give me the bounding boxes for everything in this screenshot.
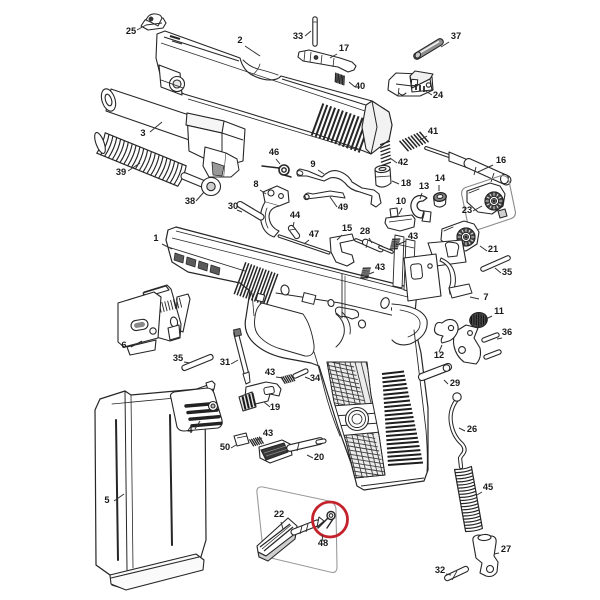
svg-text:38: 38 bbox=[185, 196, 195, 206]
svg-text:14: 14 bbox=[435, 173, 446, 183]
svg-text:22: 22 bbox=[274, 509, 284, 519]
svg-text:15: 15 bbox=[342, 223, 352, 233]
svg-text:2: 2 bbox=[237, 35, 242, 45]
svg-text:12: 12 bbox=[434, 350, 444, 360]
svg-text:34: 34 bbox=[310, 373, 321, 383]
svg-text:21: 21 bbox=[488, 244, 498, 254]
svg-text:40: 40 bbox=[355, 81, 365, 91]
svg-text:4: 4 bbox=[187, 425, 193, 435]
svg-text:9: 9 bbox=[310, 159, 315, 169]
svg-text:7: 7 bbox=[483, 292, 488, 302]
svg-text:28: 28 bbox=[360, 226, 370, 236]
svg-text:6: 6 bbox=[121, 340, 126, 350]
svg-text:44: 44 bbox=[290, 210, 301, 220]
svg-text:5: 5 bbox=[104, 495, 109, 505]
svg-text:37: 37 bbox=[451, 31, 461, 41]
svg-text:27: 27 bbox=[501, 544, 511, 554]
svg-text:18: 18 bbox=[401, 178, 411, 188]
svg-text:35: 35 bbox=[173, 353, 183, 363]
svg-text:31: 31 bbox=[220, 357, 230, 367]
svg-text:17: 17 bbox=[339, 43, 349, 53]
svg-text:23: 23 bbox=[462, 205, 472, 215]
svg-text:35: 35 bbox=[502, 267, 512, 277]
svg-text:10: 10 bbox=[396, 196, 406, 206]
svg-text:43: 43 bbox=[408, 231, 418, 241]
svg-text:19: 19 bbox=[270, 402, 280, 412]
svg-text:8: 8 bbox=[253, 179, 258, 189]
svg-text:20: 20 bbox=[314, 452, 324, 462]
svg-text:1: 1 bbox=[153, 233, 158, 243]
svg-text:11: 11 bbox=[494, 306, 504, 316]
svg-text:29: 29 bbox=[450, 378, 460, 388]
svg-text:46: 46 bbox=[269, 147, 279, 157]
svg-text:48: 48 bbox=[318, 538, 328, 548]
svg-text:33: 33 bbox=[293, 31, 303, 41]
svg-text:50: 50 bbox=[220, 442, 230, 452]
svg-text:30: 30 bbox=[228, 201, 238, 211]
svg-text:49: 49 bbox=[338, 202, 348, 212]
svg-text:13: 13 bbox=[419, 181, 429, 191]
svg-text:25: 25 bbox=[126, 26, 136, 36]
svg-text:47: 47 bbox=[309, 229, 319, 239]
svg-text:3: 3 bbox=[140, 128, 145, 138]
svg-text:24: 24 bbox=[433, 90, 444, 100]
svg-text:36: 36 bbox=[502, 327, 512, 337]
svg-text:16: 16 bbox=[496, 155, 506, 165]
svg-text:26: 26 bbox=[467, 424, 477, 434]
svg-text:41: 41 bbox=[428, 126, 438, 136]
svg-text:45: 45 bbox=[483, 482, 493, 492]
svg-text:42: 42 bbox=[398, 157, 408, 167]
svg-text:43: 43 bbox=[265, 367, 275, 377]
svg-text:43: 43 bbox=[263, 428, 273, 438]
svg-text:43: 43 bbox=[375, 262, 385, 272]
svg-text:32: 32 bbox=[435, 565, 445, 575]
svg-text:39: 39 bbox=[116, 167, 126, 177]
